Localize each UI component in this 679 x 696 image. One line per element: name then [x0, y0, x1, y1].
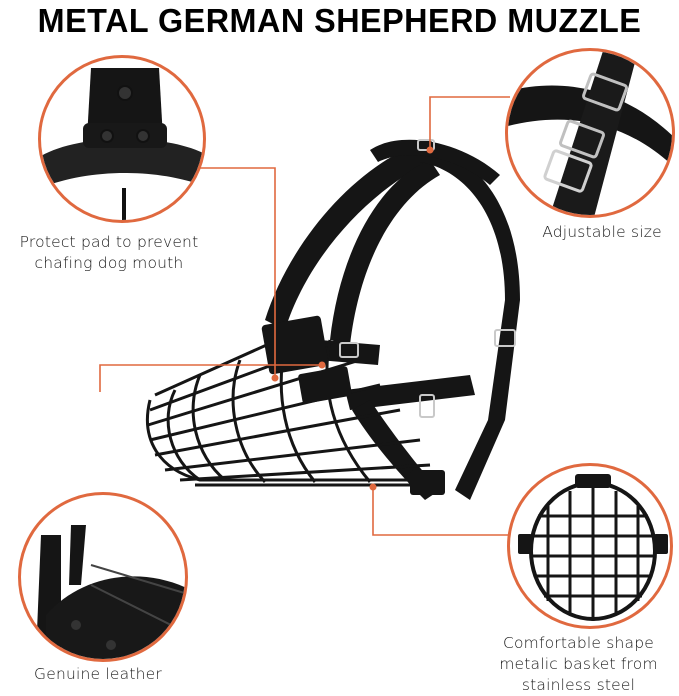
caption-leather: Genuine leather [0, 664, 196, 685]
caption-pad: Protect pad to prevent chafing dog mouth [0, 232, 218, 274]
detail-circle-pad [38, 55, 206, 223]
caption-line: Comfortable shape [502, 634, 655, 652]
caption-line: Genuine leather [34, 665, 162, 683]
caption-line: metalic basket from [499, 655, 658, 673]
caption-basket: Comfortable shape metalic basket from st… [478, 633, 679, 696]
detail-circle-leather [18, 492, 188, 662]
page-title: METAL GERMAN SHEPHERD MUZZLE [37, 2, 642, 39]
caption-line: stainless steel [521, 676, 636, 694]
strap-icon [265, 139, 520, 500]
cage-icon [145, 328, 440, 487]
caption-line: Adjustable size [542, 223, 662, 241]
caption-adjust: Adjustable size [525, 222, 679, 243]
caption-line: Protect pad to prevent [19, 233, 199, 251]
detail-circle-adjust [505, 48, 675, 218]
caption-line: chafing dog mouth [34, 254, 184, 272]
detail-circle-basket [507, 463, 673, 629]
leader-lines [99, 96, 515, 536]
